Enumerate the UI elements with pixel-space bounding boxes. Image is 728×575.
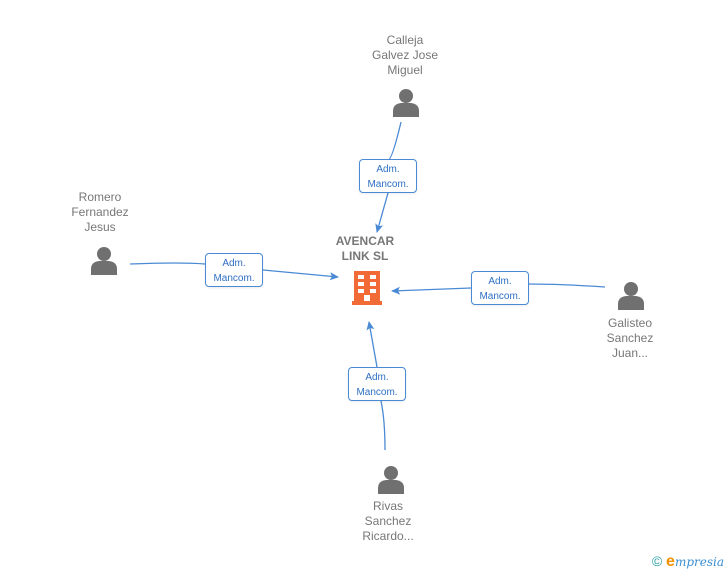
person-node-right[interactable]: Galisteo Sanchez Juan... xyxy=(580,316,680,361)
role-line-1: Adm. xyxy=(222,258,246,269)
role-line-2: Mancom. xyxy=(356,387,398,398)
edge-right-arrow xyxy=(391,286,472,295)
role-line-2: Mancom. xyxy=(479,291,521,302)
building-icon[interactable] xyxy=(352,271,382,305)
role-badge[interactable]: Adm. Mancom. xyxy=(359,159,417,193)
person-icon[interactable] xyxy=(616,280,646,310)
person-icon[interactable] xyxy=(89,245,119,275)
role-badge[interactable]: Adm. Mancom. xyxy=(471,271,529,305)
person-name: Galisteo Sanchez Juan... xyxy=(606,316,654,360)
role-line-1: Adm. xyxy=(376,164,400,175)
person-node-left[interactable]: Romero Fernandez Jesus xyxy=(50,190,150,235)
brand-name: mpresia xyxy=(674,555,724,569)
company-name-label: AVENCAR LINK SL xyxy=(335,234,395,263)
company-name[interactable]: AVENCAR LINK SL xyxy=(325,234,405,264)
edge-bottom-arrow xyxy=(366,321,378,368)
person-name: Rivas Sanchez Ricardo... xyxy=(362,499,414,543)
empresia-watermark: © empresia xyxy=(652,553,724,571)
person-node-top[interactable]: Calleja Galvez Jose Miguel xyxy=(355,33,455,78)
person-node-bottom[interactable]: Rivas Sanchez Ricardo... xyxy=(338,499,438,544)
person-icon[interactable] xyxy=(391,87,421,117)
role-badge[interactable]: Adm. Mancom. xyxy=(348,367,406,401)
role-badge[interactable]: Adm. Mancom. xyxy=(205,253,263,287)
copyright-icon: © xyxy=(651,553,663,569)
person-name: Romero Fernandez Jesus xyxy=(71,190,129,234)
role-line-2: Mancom. xyxy=(213,273,255,284)
role-line-1: Adm. xyxy=(488,276,512,287)
edge-bottom xyxy=(380,400,386,451)
edge-right xyxy=(528,283,606,288)
role-line-2: Mancom. xyxy=(367,179,409,190)
edge-top-arrow xyxy=(375,192,389,233)
edge-left xyxy=(129,262,206,265)
person-name: Calleja Galvez Jose Miguel xyxy=(371,33,439,77)
edge-top xyxy=(387,121,402,161)
brand-logo-e: e xyxy=(666,553,675,570)
role-line-1: Adm. xyxy=(365,372,389,383)
person-icon[interactable] xyxy=(376,464,406,494)
edge-left-arrow xyxy=(262,269,339,281)
